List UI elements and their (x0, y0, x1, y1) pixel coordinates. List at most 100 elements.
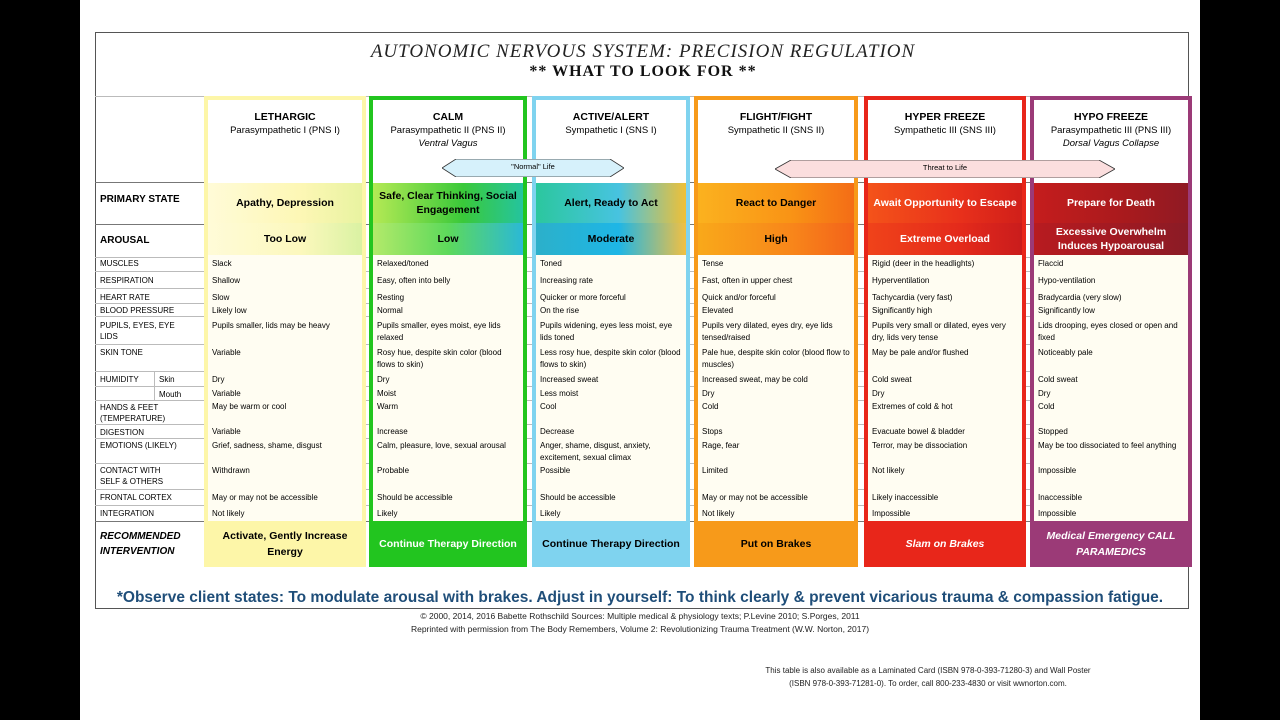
row-label-blood-pressure: BLOOD PRESSURE (100, 306, 175, 315)
cell-digestion: Increase (377, 427, 408, 436)
column-body (372, 255, 524, 521)
cell-frontal-cortex: Should be accessible (540, 493, 616, 502)
cell-digestion: Decrease (540, 427, 575, 436)
cell-frontal-cortex: Likely inaccessible (872, 493, 939, 502)
cell-integration: Likely (540, 509, 561, 518)
threat-to-life-arrow: Threat to Life (775, 160, 1115, 178)
cell-humidity-mouth: Less moist (540, 389, 579, 398)
cell-heart-rate: Quicker or more forceful (540, 293, 626, 302)
column-title: ACTIVE/ALERT (572, 111, 650, 123)
cell-integration: Likely (377, 509, 398, 518)
normal-life-arrow: "Normal" Life (442, 159, 624, 177)
cell-humidity-skin: Cold sweat (1038, 375, 1078, 384)
column-title: LETHARGIC (254, 111, 316, 123)
cell-integration: Not likely (212, 509, 245, 518)
column-system: Sympathetic II (SNS II) (727, 125, 825, 136)
cell-digestion: Evacuate bowel & bladder (872, 427, 965, 436)
cell-skin-tone: Rosy hue, despite skin color (blood flow… (377, 348, 502, 369)
chart-frame: AUTONOMIC NERVOUS SYSTEM: PRECISION REGU… (95, 32, 1189, 609)
cell-heart-rate: Bradycardia (very slow) (1038, 293, 1122, 302)
cell-skin-tone: Pale hue, despite skin color (blood flow… (702, 348, 850, 369)
cell-heart-rate: Slow (212, 293, 230, 302)
cell-muscles: Slack (212, 259, 232, 268)
cell-digestion: Stopped (1038, 427, 1068, 436)
cell-blood-pressure: Normal (377, 306, 403, 315)
cell-pupils: Pupils very small or dilated, eyes very … (872, 321, 1006, 342)
column-title: HYPER FREEZE (904, 111, 986, 123)
availability-line-2: (ISBN 978-0-393-71281-0). To order, call… (789, 679, 1067, 688)
cell-contact: Probable (377, 466, 410, 475)
column-body (535, 255, 687, 521)
primary-state-cell: Alert, Ready to Act (535, 183, 687, 223)
recommended-intervention-cell: Medical Emergency CALL PARAMEDICS (1033, 521, 1189, 567)
row-label-arousal: AROUSAL (100, 235, 150, 246)
cell-respiration: Shallow (212, 276, 241, 285)
cell-skin-tone: Less rosy hue, despite skin color (blood… (540, 348, 681, 369)
threat-to-life-label: Threat to Life (922, 163, 968, 172)
cell-hands-feet: May be warm or cool (212, 402, 287, 411)
recommended-intervention-cell: Slam on Brakes (867, 521, 1023, 567)
cell-humidity-mouth: Dry (1038, 389, 1051, 398)
row-label-humidity-mouth: Mouth (159, 390, 182, 399)
cell-hands-feet: Cool (540, 402, 557, 411)
row-label-digestion: DIGESTION (100, 428, 145, 437)
recommended-intervention-cell: Continue Therapy Direction (535, 521, 687, 567)
cell-hands-feet: Warm (377, 402, 399, 411)
cell-blood-pressure: On the rise (540, 306, 580, 315)
observation-headline: *Observe client states: To modulate arou… (116, 589, 1164, 606)
normal-life-label: "Normal" Life (511, 162, 555, 171)
cell-skin-tone: May be pale and/or flushed (872, 348, 969, 357)
row-label-emotions: EMOTIONS (LIKELY) (100, 441, 177, 450)
cell-respiration: Fast, often in upper chest (702, 276, 793, 285)
cell-humidity-skin: Cold sweat (872, 375, 912, 384)
cell-respiration: Increasing rate (540, 276, 593, 285)
row-label-primary-state: PRIMARY STATE (100, 194, 180, 205)
cell-heart-rate: Resting (377, 293, 405, 302)
cell-hands-feet: Extremes of cold & hot (872, 402, 953, 411)
cell-pupils: Pupils smaller, lids may be heavy (212, 321, 330, 330)
arousal-cell: Extreme Overload (867, 223, 1023, 255)
cell-humidity-skin: Dry (212, 375, 225, 384)
cell-contact: Withdrawn (212, 466, 250, 475)
page-subtitle: ** WHAT TO LOOK FOR ** (529, 63, 757, 80)
cell-muscles: Relaxed/toned (377, 259, 429, 268)
row-label-contact: CONTACT WITH SELF & OTHERS (100, 466, 164, 486)
column-system: Sympathetic III (SNS III) (894, 125, 996, 136)
cell-humidity-skin: Dry (377, 375, 390, 384)
cell-humidity-mouth: Moist (377, 389, 397, 398)
availability-note: This table is also available as a Lamina… (718, 664, 1138, 690)
cell-blood-pressure: Significantly low (1038, 306, 1095, 315)
cell-pupils: Pupils widening, eyes less moist, eye li… (540, 321, 673, 342)
cell-humidity-mouth: Dry (872, 389, 885, 398)
cell-integration: Impossible (872, 509, 911, 518)
row-label-recommended: RECOMMENDED INTERVENTION (100, 531, 181, 557)
primary-state-cell: Await Opportunity to Escape (867, 183, 1023, 223)
row-label-pupils: PUPILS, EYES, EYE LIDS (100, 321, 175, 341)
column-nerve: Dorsal Vagus Collapse (1062, 138, 1160, 149)
column-system: Parasympathetic III (PNS III) (1050, 125, 1172, 136)
arousal-cell: Excessive Overwhelm Induces Hypoarousal (1033, 223, 1189, 255)
cell-integration: Not likely (702, 509, 735, 518)
column-title: CALM (432, 111, 464, 123)
humidity-divider (154, 371, 155, 400)
row-label-frontal-cortex: FRONTAL CORTEX (100, 493, 172, 502)
row-label-hands-feet: HANDS & FEET (TEMPERATURE) (100, 403, 166, 423)
primary-state-cell: Apathy, Depression (207, 183, 363, 223)
cell-humidity-skin: Increased sweat (540, 375, 599, 384)
column-title: FLIGHT/FIGHT (739, 111, 813, 123)
cell-blood-pressure: Significantly high (872, 306, 933, 315)
cell-pupils: Pupils smaller, eyes moist, eye lids rel… (377, 321, 501, 342)
arousal-cell: Too Low (207, 223, 363, 255)
chart-page: AUTONOMIC NERVOUS SYSTEM: PRECISION REGU… (80, 0, 1200, 720)
cell-emotions: Rage, fear (702, 441, 740, 450)
recommended-intervention-cell: Put on Brakes (697, 521, 855, 567)
cell-heart-rate: Quick and/or forceful (702, 293, 776, 302)
row-label-humidity-skin: Skin (159, 375, 175, 384)
cell-emotions: May be too dissociated to feel anything (1038, 441, 1177, 450)
cell-integration: Impossible (1038, 509, 1077, 518)
cell-humidity-mouth: Variable (212, 389, 241, 398)
cell-emotions: Grief, sadness, shame, disgust (212, 441, 322, 450)
